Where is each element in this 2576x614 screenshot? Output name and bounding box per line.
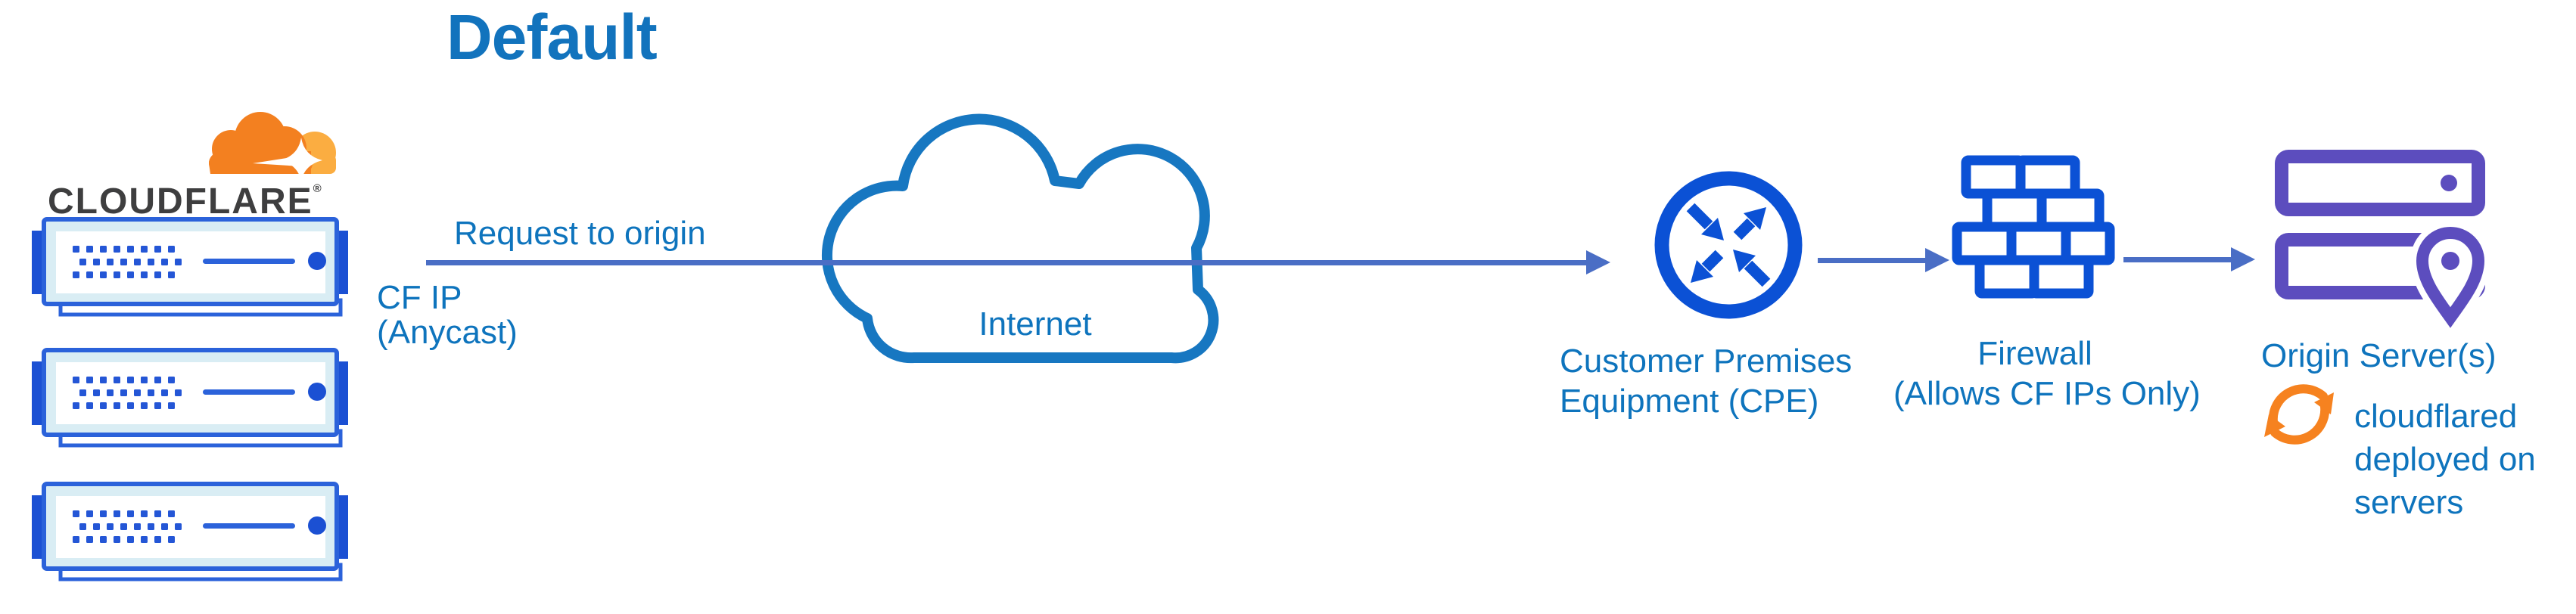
request-to-origin-label: Request to origin — [454, 215, 706, 252]
cpe-firewall-arrowhead-icon — [1925, 248, 1949, 272]
firewall-icon — [1952, 155, 2115, 299]
origin-servers-label: Origin Server(s) — [2261, 337, 2497, 374]
registered-mark: ® — [313, 182, 322, 195]
firewall-origin-arrowhead-icon — [2231, 247, 2255, 271]
cf-ip-anycast-label: CF IP(Anycast) — [377, 279, 518, 351]
server-icon — [30, 217, 350, 320]
origin-servers-icon — [2275, 150, 2491, 339]
firewall-origin-arrow-line — [2123, 257, 2231, 262]
cloudflare-logo-icon — [209, 112, 336, 181]
request-arrow-line — [426, 260, 1588, 265]
page-title: Default — [446, 2, 658, 73]
request-arrowhead-icon — [1586, 250, 1610, 274]
server-icon — [30, 482, 350, 585]
server-icon — [30, 348, 350, 451]
sync-icon — [2264, 384, 2334, 445]
cpe-router-icon — [1654, 171, 1803, 319]
internet-label: Internet — [978, 305, 1092, 343]
firewall-label: Firewall(Allows CF IPs Only) — [1893, 335, 2201, 412]
cloudflare-wordmark: CLOUDFLARE® — [48, 181, 322, 222]
location-pin-icon — [2416, 227, 2485, 328]
cpe-firewall-arrow-line — [1818, 258, 1925, 263]
internet-cloud-icon — [821, 113, 1219, 364]
